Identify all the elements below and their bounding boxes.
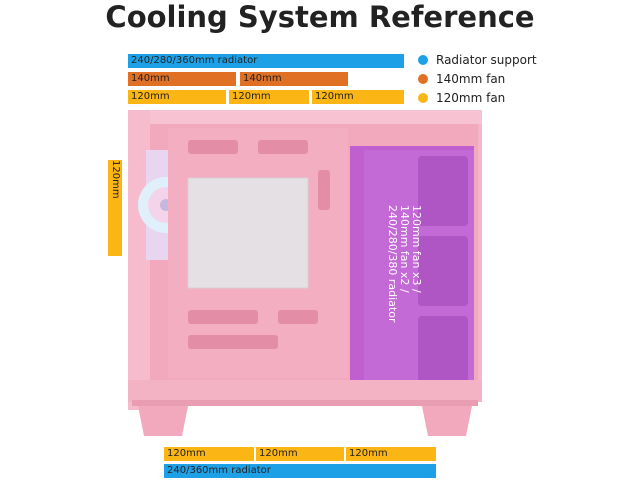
bottom-120-fan-bar: 120mm (164, 447, 254, 461)
panel-capacity-text: 120mm fan x3 / 140mm fan x2 / 240/280/38… (382, 205, 423, 335)
yellow-dot-icon (418, 92, 428, 103)
legend-label: 120mm fan (436, 91, 506, 105)
top-140-fan-bar: 140mm (128, 72, 236, 86)
legend-item-radiator: Radiator support (418, 52, 537, 68)
side-bar-label: 120mm (110, 160, 121, 199)
legend-label: Radiator support (436, 53, 537, 67)
top-120-fan-bar: 120mm (229, 90, 309, 104)
legend-label: 140mm fan (436, 72, 506, 86)
orange-dot-icon (418, 73, 428, 84)
top-140-fan-bar: 140mm (240, 72, 348, 86)
panel-text-line: 240/280/380 radiator (386, 205, 399, 323)
bottom-radiator-bar: 240/360mm radiator (164, 464, 436, 478)
top-120-fan-bar: 120mm (312, 90, 404, 104)
top-120-fan-bar: 120mm (128, 90, 226, 104)
panel-text-line: 140mm fan x2 / (398, 205, 411, 293)
page-title: Cooling System Reference (105, 0, 535, 34)
top-radiator-bar: 240/280/360mm radiator (128, 54, 404, 68)
blue-dot-icon (418, 54, 428, 65)
legend-item-120: 120mm fan (418, 90, 505, 106)
side-120-fan-bar: 120mm (108, 160, 122, 256)
pc-case-image (128, 110, 482, 436)
panel-text-line: 120mm fan x3 / (410, 205, 423, 293)
bottom-120-fan-bar: 120mm (256, 447, 344, 461)
legend-item-140: 140mm fan (418, 71, 505, 87)
bottom-120-fan-bar: 120mm (346, 447, 436, 461)
